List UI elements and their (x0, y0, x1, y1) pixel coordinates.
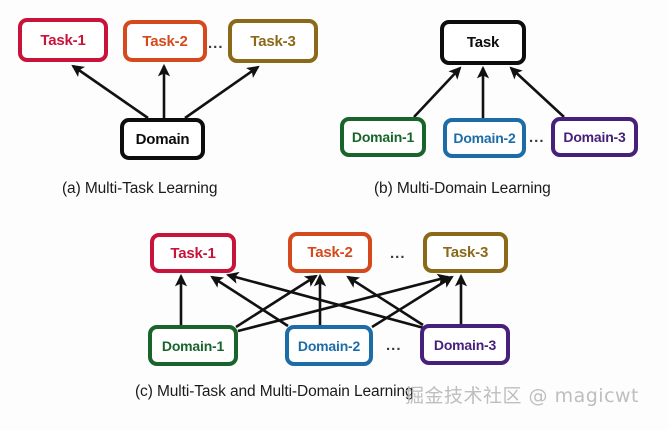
node-label: Domain-2 (453, 130, 516, 146)
node-label: Task-3 (442, 244, 489, 261)
node-c-task-1[interactable]: Task-1 (150, 233, 236, 273)
caption-b: (b) Multi-Domain Learning (374, 180, 551, 197)
node-label: Domain (135, 130, 190, 148)
caption-a: (a) Multi-Task Learning (62, 180, 218, 197)
node-label: Domain-1 (161, 337, 225, 354)
edge-arrows (71, 63, 565, 333)
node-a-task-2[interactable]: Task-2 (123, 20, 207, 62)
node-c-task-3[interactable]: Task-3 (423, 232, 508, 273)
node-label: Domain-3 (563, 129, 626, 145)
caption-c: (c) Multi-Task and Multi-Domain Learning (135, 383, 414, 400)
ellipsis-b-dots: ... (529, 129, 545, 146)
node-a-task-3[interactable]: Task-3 (228, 19, 318, 63)
node-b-task[interactable]: Task (440, 20, 526, 65)
edge-b-domain-1-to-b-task (413, 66, 462, 118)
node-label: Domain-3 (433, 336, 497, 353)
edge-c-domain-2-to-c-task-1 (210, 275, 289, 328)
node-a-domain[interactable]: Domain (120, 118, 205, 160)
node-label: Task-2 (142, 32, 188, 50)
node-label: Domain-1 (351, 129, 415, 145)
node-c-domain-1[interactable]: Domain-1 (148, 325, 238, 366)
node-label: Task-2 (307, 244, 353, 261)
node-c-domain-3[interactable]: Domain-3 (420, 324, 510, 365)
edge-c-domain-3-to-c-task-1 (225, 271, 425, 330)
node-b-domain-1[interactable]: Domain-1 (340, 117, 426, 157)
edge-c-domain-3-to-c-task-2 (346, 275, 424, 327)
edge-c-domain-1-to-c-task-2 (235, 274, 318, 329)
node-label: Domain-2 (297, 337, 361, 354)
node-label: Task-1 (170, 244, 216, 262)
node-c-task-2[interactable]: Task-2 (288, 232, 372, 273)
node-c-domain-2[interactable]: Domain-2 (285, 325, 373, 366)
ellipsis-c-dots-task: ... (390, 245, 406, 262)
edge-c-domain-1-to-c-task-3 (237, 273, 451, 333)
node-label: Task-1 (40, 31, 86, 49)
edge-a-domain-to-a-task-1 (71, 64, 149, 120)
node-a-task-1[interactable]: Task-1 (18, 18, 108, 62)
node-label: Task-3 (250, 32, 296, 50)
watermark-text: 掘金技术社区 @ magicwt (405, 385, 640, 407)
node-label: Task (466, 34, 500, 51)
ellipsis-a-dots: ... (208, 35, 224, 52)
node-b-domain-3[interactable]: Domain-3 (551, 117, 638, 157)
edge-b-domain-3-to-b-task (509, 66, 565, 118)
ellipsis-c-dots-domain: ... (386, 337, 402, 354)
edge-a-domain-to-a-task-3 (184, 65, 260, 120)
node-b-domain-2[interactable]: Domain-2 (443, 118, 526, 158)
